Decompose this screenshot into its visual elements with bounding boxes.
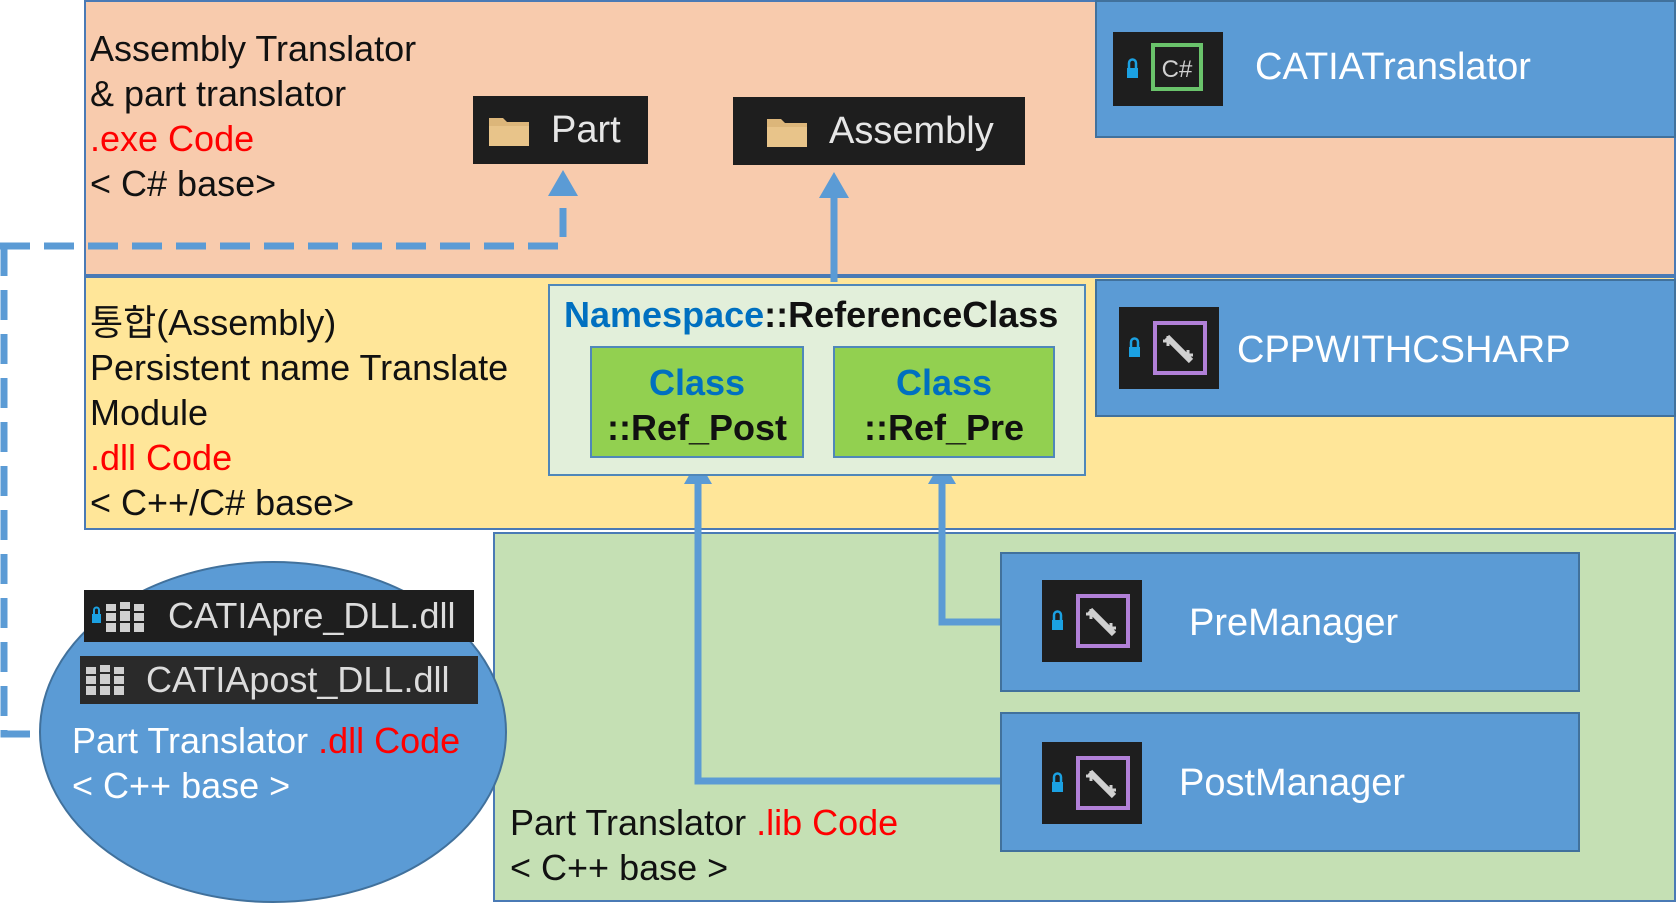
premanager-project[interactable]: PreManager — [1000, 552, 1580, 692]
cpp-project-icon — [1042, 580, 1142, 662]
ellipse-description: Part Translator .dll Code < C++ base > — [72, 718, 460, 808]
cpp-project-icon — [1119, 307, 1219, 389]
folder-icon — [489, 118, 529, 146]
ellipse-line-1: Part Translator .dll Code — [72, 718, 460, 763]
dashed-connector — [0, 208, 567, 250]
ellipse-line-base: < C++ base > — [72, 765, 291, 806]
catiapre-dll-label: CATIApre_DLL.dll — [168, 595, 456, 636]
cppwithcsharp-label: CPPWITHCSHARP — [1237, 329, 1571, 371]
postmanager-project[interactable]: PostManager — [1000, 712, 1580, 852]
dll-layer-description: 통합(Assembly) Persistent name Translate M… — [90, 300, 508, 525]
arrow-premanager-to-refpre — [938, 482, 1000, 626]
namespace-title: Namespace::ReferenceClass — [564, 294, 1058, 336]
library-icon — [92, 602, 144, 632]
class-name: ::Ref_Post — [606, 407, 788, 448]
dll-ellipse — [39, 561, 507, 903]
library-icon — [86, 665, 124, 695]
csharp-project-icon: C# — [1113, 32, 1223, 106]
exe-line-1: Assembly Translator — [90, 28, 417, 69]
lib-prefix: Part Translator — [510, 802, 757, 843]
dll-line-base: < C++/C# base> — [90, 482, 355, 523]
premanager-label: PreManager — [1189, 602, 1399, 644]
folder-icon — [767, 119, 807, 147]
postmanager-label: PostManager — [1179, 762, 1406, 804]
class-name: ::Ref_Pre — [863, 407, 1025, 448]
catiapost-dll-label: CATIApost_DLL.dll — [146, 659, 450, 700]
part-folder-label: Part — [551, 108, 621, 151]
dll-line-2: Persistent name Translate — [90, 347, 509, 388]
exe-layer-description: Assembly Translator & part translator .e… — [90, 26, 416, 206]
lib-line-1: Part Translator .lib Code — [510, 800, 898, 845]
assembly-folder-label: Assembly — [829, 109, 994, 152]
dll-line-code: .dll Code — [90, 437, 233, 478]
catia-translator-label: CATIATranslator — [1255, 46, 1531, 88]
class-keyword: Class — [648, 362, 746, 403]
catiapre-dll-file[interactable]: CATIApre_DLL.dll — [84, 590, 474, 642]
assembly-folder[interactable]: Assembly — [733, 97, 1025, 165]
lib-line-base: < C++ base > — [510, 847, 729, 888]
class-keyword: Class — [895, 362, 993, 403]
dll-line-1: 통합(Assembly) — [90, 302, 337, 343]
exe-line-2: & part translator — [90, 73, 347, 114]
ellipse-prefix: Part Translator — [72, 720, 319, 761]
catia-translator-project[interactable]: C# CATIATranslator — [1095, 0, 1676, 138]
svg-text:C#: C# — [1162, 56, 1193, 83]
exe-line-base: < C# base> — [90, 163, 277, 204]
class-ref-post[interactable]: Class ::Ref_Post — [590, 346, 804, 458]
cppwithcsharp-project[interactable]: CPPWITHCSHARP — [1095, 279, 1676, 417]
namespace-keyword: Namespace — [564, 294, 765, 335]
ellipse-code: .dll Code — [318, 720, 461, 761]
lib-layer-description: Part Translator .lib Code < C++ base > — [510, 800, 898, 890]
catiapost-dll-file[interactable]: CATIApost_DLL.dll — [80, 656, 478, 704]
dashed-connector-left — [0, 246, 38, 738]
dll-line-3: Module — [90, 392, 209, 433]
class-ref-pre[interactable]: Class ::Ref_Pre — [833, 346, 1055, 458]
arrowhead-part — [548, 170, 578, 196]
arrowhead-assembly — [819, 172, 849, 198]
cpp-project-icon — [1042, 742, 1142, 824]
lib-code: .lib Code — [756, 802, 899, 843]
part-folder[interactable]: Part — [473, 96, 648, 164]
reference-class-name: ::ReferenceClass — [764, 294, 1059, 335]
exe-line-code: .exe Code — [90, 118, 255, 159]
arrow-postmanager-to-refpost — [694, 482, 1000, 785]
